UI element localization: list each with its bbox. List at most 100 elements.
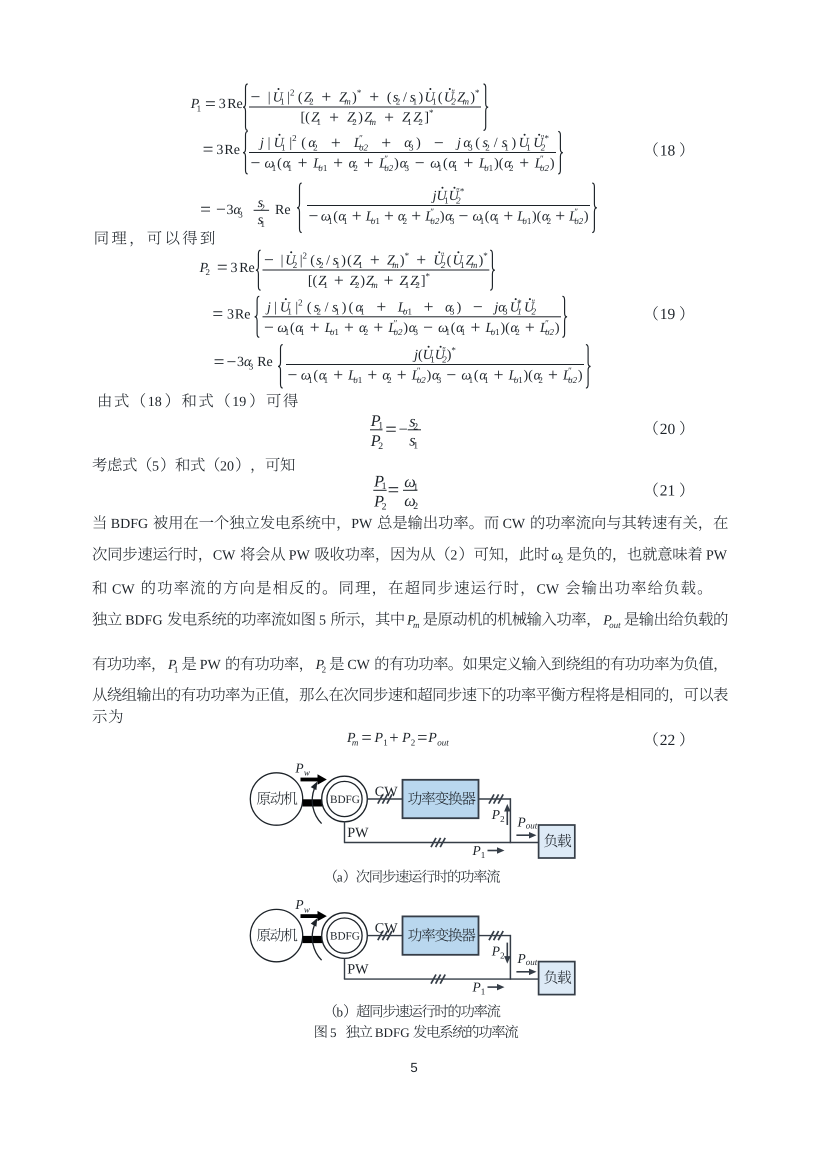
svg-text:ω: ω bbox=[551, 549, 561, 564]
svg-text:]: ] bbox=[424, 111, 429, 126]
svg-text:3: 3 bbox=[503, 307, 508, 317]
svg-text:3: 3 bbox=[450, 307, 455, 317]
svg-text:″: ″ bbox=[430, 207, 434, 217]
svg-text:ω: ω bbox=[321, 210, 331, 225]
svg-text:1: 1 bbox=[469, 375, 474, 385]
svg-text:BDFG: BDFG bbox=[330, 794, 360, 806]
svg-text:(: ( bbox=[298, 90, 303, 105]
svg-text:5: 5 bbox=[410, 1060, 417, 1075]
svg-text:2: 2 bbox=[559, 555, 564, 565]
svg-text:P: P bbox=[167, 658, 177, 673]
svg-text:1: 1 bbox=[323, 163, 328, 173]
svg-text:|: | bbox=[268, 136, 271, 151]
svg-text:m: m bbox=[462, 97, 469, 107]
svg-text:α: α bbox=[308, 136, 316, 151]
svg-text:)(: )( bbox=[494, 157, 504, 172]
svg-text:(: ( bbox=[485, 210, 490, 225]
svg-text:2: 2 bbox=[352, 117, 357, 127]
svg-text:): ) bbox=[440, 210, 445, 225]
svg-text:1: 1 bbox=[300, 327, 305, 337]
svg-text:(: ( bbox=[347, 254, 352, 269]
svg-text:/: / bbox=[325, 300, 329, 315]
svg-text:Z: Z bbox=[402, 111, 410, 126]
svg-text:α: α bbox=[295, 321, 303, 336]
svg-text:+: + bbox=[525, 317, 535, 337]
svg-text:α: α bbox=[398, 210, 406, 225]
svg-text:2: 2 bbox=[500, 951, 505, 961]
svg-text:)(: )( bbox=[500, 321, 510, 336]
svg-text:P: P bbox=[374, 731, 384, 746]
svg-text:2: 2 bbox=[293, 260, 298, 270]
svg-text:w: w bbox=[304, 904, 310, 914]
svg-text:): ) bbox=[555, 321, 560, 336]
svg-text:CW: CW bbox=[375, 784, 398, 800]
svg-text:2: 2 bbox=[532, 307, 537, 317]
svg-text:ω: ω bbox=[404, 473, 415, 491]
svg-text:+: + bbox=[384, 107, 394, 127]
svg-text:−: − bbox=[446, 365, 456, 385]
svg-text:22: 22 bbox=[660, 732, 676, 749]
svg-text:(: ( bbox=[349, 300, 354, 315]
svg-text:+: + bbox=[471, 317, 481, 337]
svg-text:): ) bbox=[418, 90, 423, 105]
svg-text:3: 3 bbox=[219, 97, 226, 112]
svg-text:[(: [( bbox=[301, 111, 311, 126]
svg-text:+: + bbox=[373, 317, 383, 337]
svg-text:2: 2 bbox=[387, 375, 392, 385]
svg-text:ω: ω bbox=[404, 492, 415, 510]
svg-text:ω: ω bbox=[264, 157, 274, 172]
svg-text:2: 2 bbox=[538, 375, 543, 385]
svg-text:|: | bbox=[274, 300, 277, 315]
svg-text:1: 1 bbox=[460, 260, 465, 270]
svg-text:|: | bbox=[295, 300, 298, 315]
svg-text:1: 1 bbox=[316, 117, 321, 127]
svg-text:*: * bbox=[429, 108, 434, 118]
svg-text:w: w bbox=[304, 768, 310, 778]
svg-text:=: = bbox=[385, 419, 397, 441]
svg-text:1: 1 bbox=[358, 375, 363, 385]
svg-text:P: P bbox=[190, 97, 200, 112]
svg-text:ω: ω bbox=[438, 321, 448, 336]
svg-text:−: − bbox=[264, 317, 274, 337]
svg-text:s: s bbox=[409, 432, 415, 450]
svg-text:+: + bbox=[352, 206, 362, 226]
svg-text:1: 1 bbox=[375, 216, 380, 226]
svg-text:α: α bbox=[534, 369, 542, 384]
svg-text:α: α bbox=[355, 300, 363, 315]
svg-text:/: / bbox=[494, 136, 498, 151]
svg-text:20: 20 bbox=[220, 459, 234, 474]
svg-text:j: j bbox=[412, 348, 418, 363]
svg-text:Z: Z bbox=[311, 111, 319, 126]
svg-text:1: 1 bbox=[408, 307, 413, 317]
svg-text:α: α bbox=[382, 369, 390, 384]
svg-text:1: 1 bbox=[445, 327, 450, 337]
svg-text:σ2: σ2 bbox=[430, 216, 439, 226]
svg-text:−: − bbox=[399, 420, 408, 438]
svg-text:U: U bbox=[433, 254, 444, 269]
svg-text:U: U bbox=[435, 348, 446, 363]
svg-text:PW: PW bbox=[347, 825, 369, 841]
svg-text:(: ( bbox=[475, 136, 480, 151]
svg-text:U: U bbox=[533, 136, 544, 151]
svg-text:U: U bbox=[423, 348, 434, 363]
svg-text:2: 2 bbox=[413, 421, 418, 432]
svg-text:out: out bbox=[526, 957, 538, 967]
svg-text:+: + bbox=[331, 132, 341, 152]
svg-text:2: 2 bbox=[309, 97, 314, 107]
svg-text:P: P bbox=[373, 493, 384, 511]
svg-text:): ) bbox=[447, 348, 452, 363]
svg-text:″: ″ bbox=[359, 133, 363, 143]
svg-text:α: α bbox=[409, 321, 417, 336]
svg-text:″: ″ bbox=[417, 366, 421, 376]
svg-text:+: + bbox=[494, 365, 504, 385]
svg-text:+: + bbox=[321, 86, 331, 106]
svg-text:−: − bbox=[309, 206, 319, 226]
svg-text:P: P bbox=[517, 951, 526, 966]
svg-text:1: 1 bbox=[480, 216, 485, 226]
svg-text:+: + bbox=[364, 153, 374, 173]
svg-text:L: L bbox=[387, 321, 396, 336]
svg-text:3: 3 bbox=[414, 327, 419, 337]
svg-text:L: L bbox=[353, 136, 362, 151]
svg-text:1: 1 bbox=[517, 307, 522, 317]
svg-text:2: 2 bbox=[403, 216, 408, 226]
